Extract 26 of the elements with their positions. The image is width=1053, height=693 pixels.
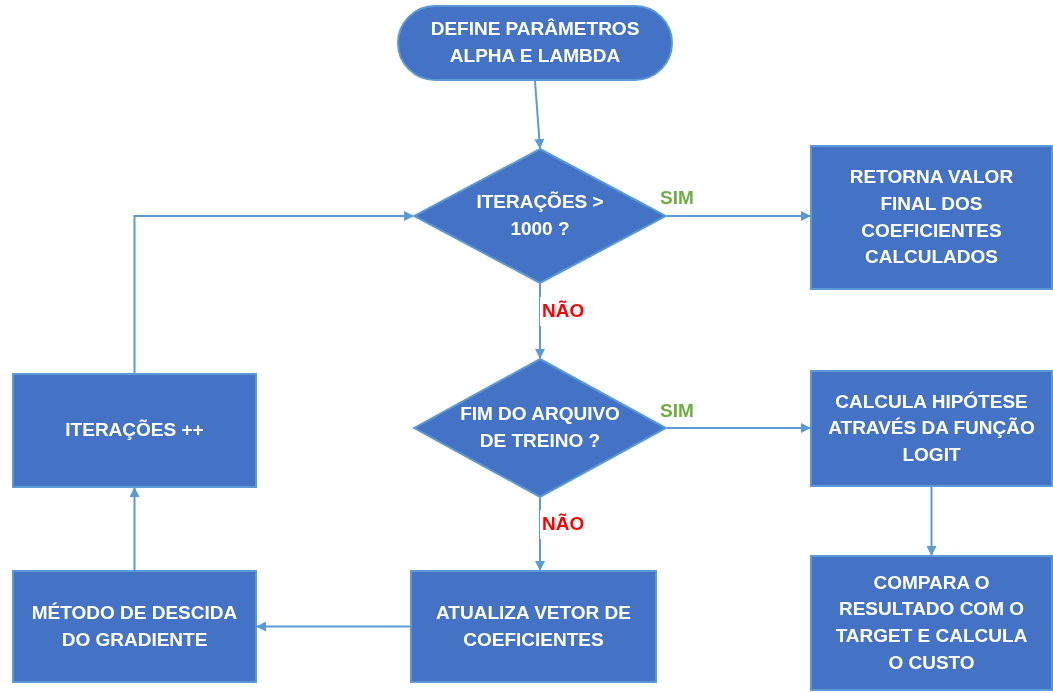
node-text: COMPARA O RESULTADO COM O TARGET E CALCULA O CUSTO bbox=[834, 570, 1029, 675]
edge-label: NÃO bbox=[540, 510, 587, 539]
node-text: MÉTODO DE DESCIDA DO GRADIENTE bbox=[30, 600, 239, 652]
arrow bbox=[535, 283, 545, 359]
arrow bbox=[534, 80, 545, 149]
process-box bbox=[810, 370, 1053, 487]
node-text: ITERAÇÕES ++ bbox=[65, 418, 204, 443]
arrow bbox=[256, 621, 411, 632]
arrow bbox=[666, 211, 811, 221]
arrow bbox=[133, 211, 414, 374]
node-text: DEFINE PARÂMETROS ALPHA E LAMBDA bbox=[429, 17, 641, 68]
arrow bbox=[535, 497, 545, 571]
node-text: CALCULA HIPÓTESE ATRAVÉS DA FUNÇÃO LOGIT bbox=[828, 389, 1035, 467]
process-box bbox=[810, 555, 1053, 691]
node-text: RETORNA VALOR FINAL DOS COEFICIENTES CALCULADOS bbox=[848, 165, 1015, 270]
process-box bbox=[12, 373, 257, 488]
arrow bbox=[926, 486, 937, 556]
edge-label: NÃO bbox=[540, 297, 587, 326]
node-text: ITERAÇÕES > 1000 ? bbox=[475, 190, 605, 241]
process-box bbox=[410, 570, 657, 683]
arrow bbox=[666, 423, 811, 433]
process-box bbox=[810, 145, 1053, 290]
node-text: FIM DO ARQUIVO DE TREINO ? bbox=[459, 402, 621, 453]
node-text: ATUALIZA VETOR DE COEFICIENTES bbox=[435, 600, 632, 652]
process-box bbox=[12, 570, 257, 683]
arrow bbox=[129, 487, 140, 571]
